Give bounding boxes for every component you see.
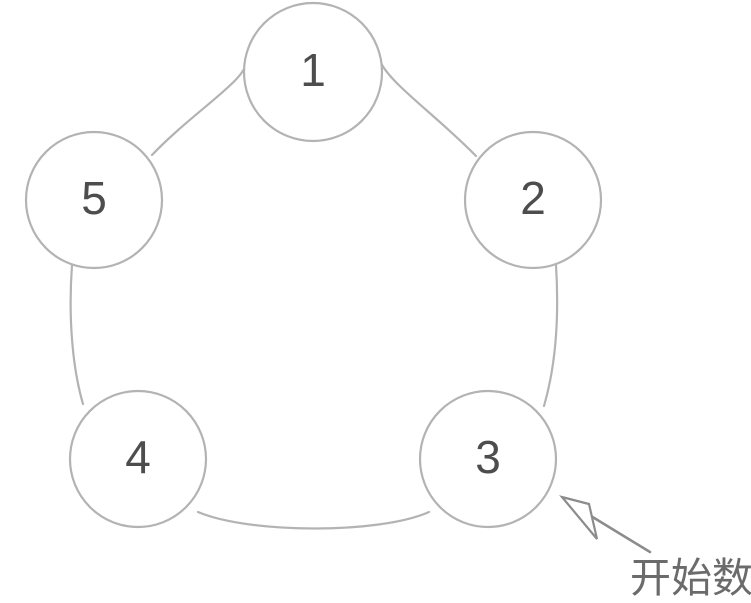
node-3-label: 3: [475, 431, 501, 483]
edge-4-to-5: [69, 263, 85, 406]
node-3-circle[interactable]: [418, 389, 558, 529]
arrow-head-inner-line: [561, 496, 590, 505]
edge-3-to-4: [196, 510, 431, 530]
node-4-circle[interactable]: [68, 389, 208, 529]
node-1-circle[interactable]: [242, 1, 384, 143]
node-5-label: 5: [81, 172, 107, 224]
node-2[interactable]: 2: [463, 130, 603, 270]
node-4-label: 4: [125, 431, 151, 483]
node-2-circle[interactable]: [463, 130, 603, 270]
node-1[interactable]: 1: [242, 1, 384, 143]
edge-1-to-2: [379, 61, 478, 158]
arrow-shaft-line: [584, 511, 652, 554]
node-group: 1 2 3 4 5: [24, 1, 603, 529]
node-5-circle[interactable]: [24, 130, 164, 270]
arrow-head-triangle: [558, 495, 599, 540]
node-1-label: 1: [300, 44, 326, 96]
edge-5-to-1: [150, 58, 248, 157]
node-5[interactable]: 5: [24, 130, 164, 270]
annotation-label: 开始数: [630, 554, 751, 602]
edge-2-to-3: [542, 263, 559, 408]
node-3[interactable]: 3: [418, 389, 558, 529]
node-4[interactable]: 4: [68, 389, 208, 529]
annotation-arrow: [558, 495, 652, 554]
node-2-label: 2: [520, 172, 546, 224]
